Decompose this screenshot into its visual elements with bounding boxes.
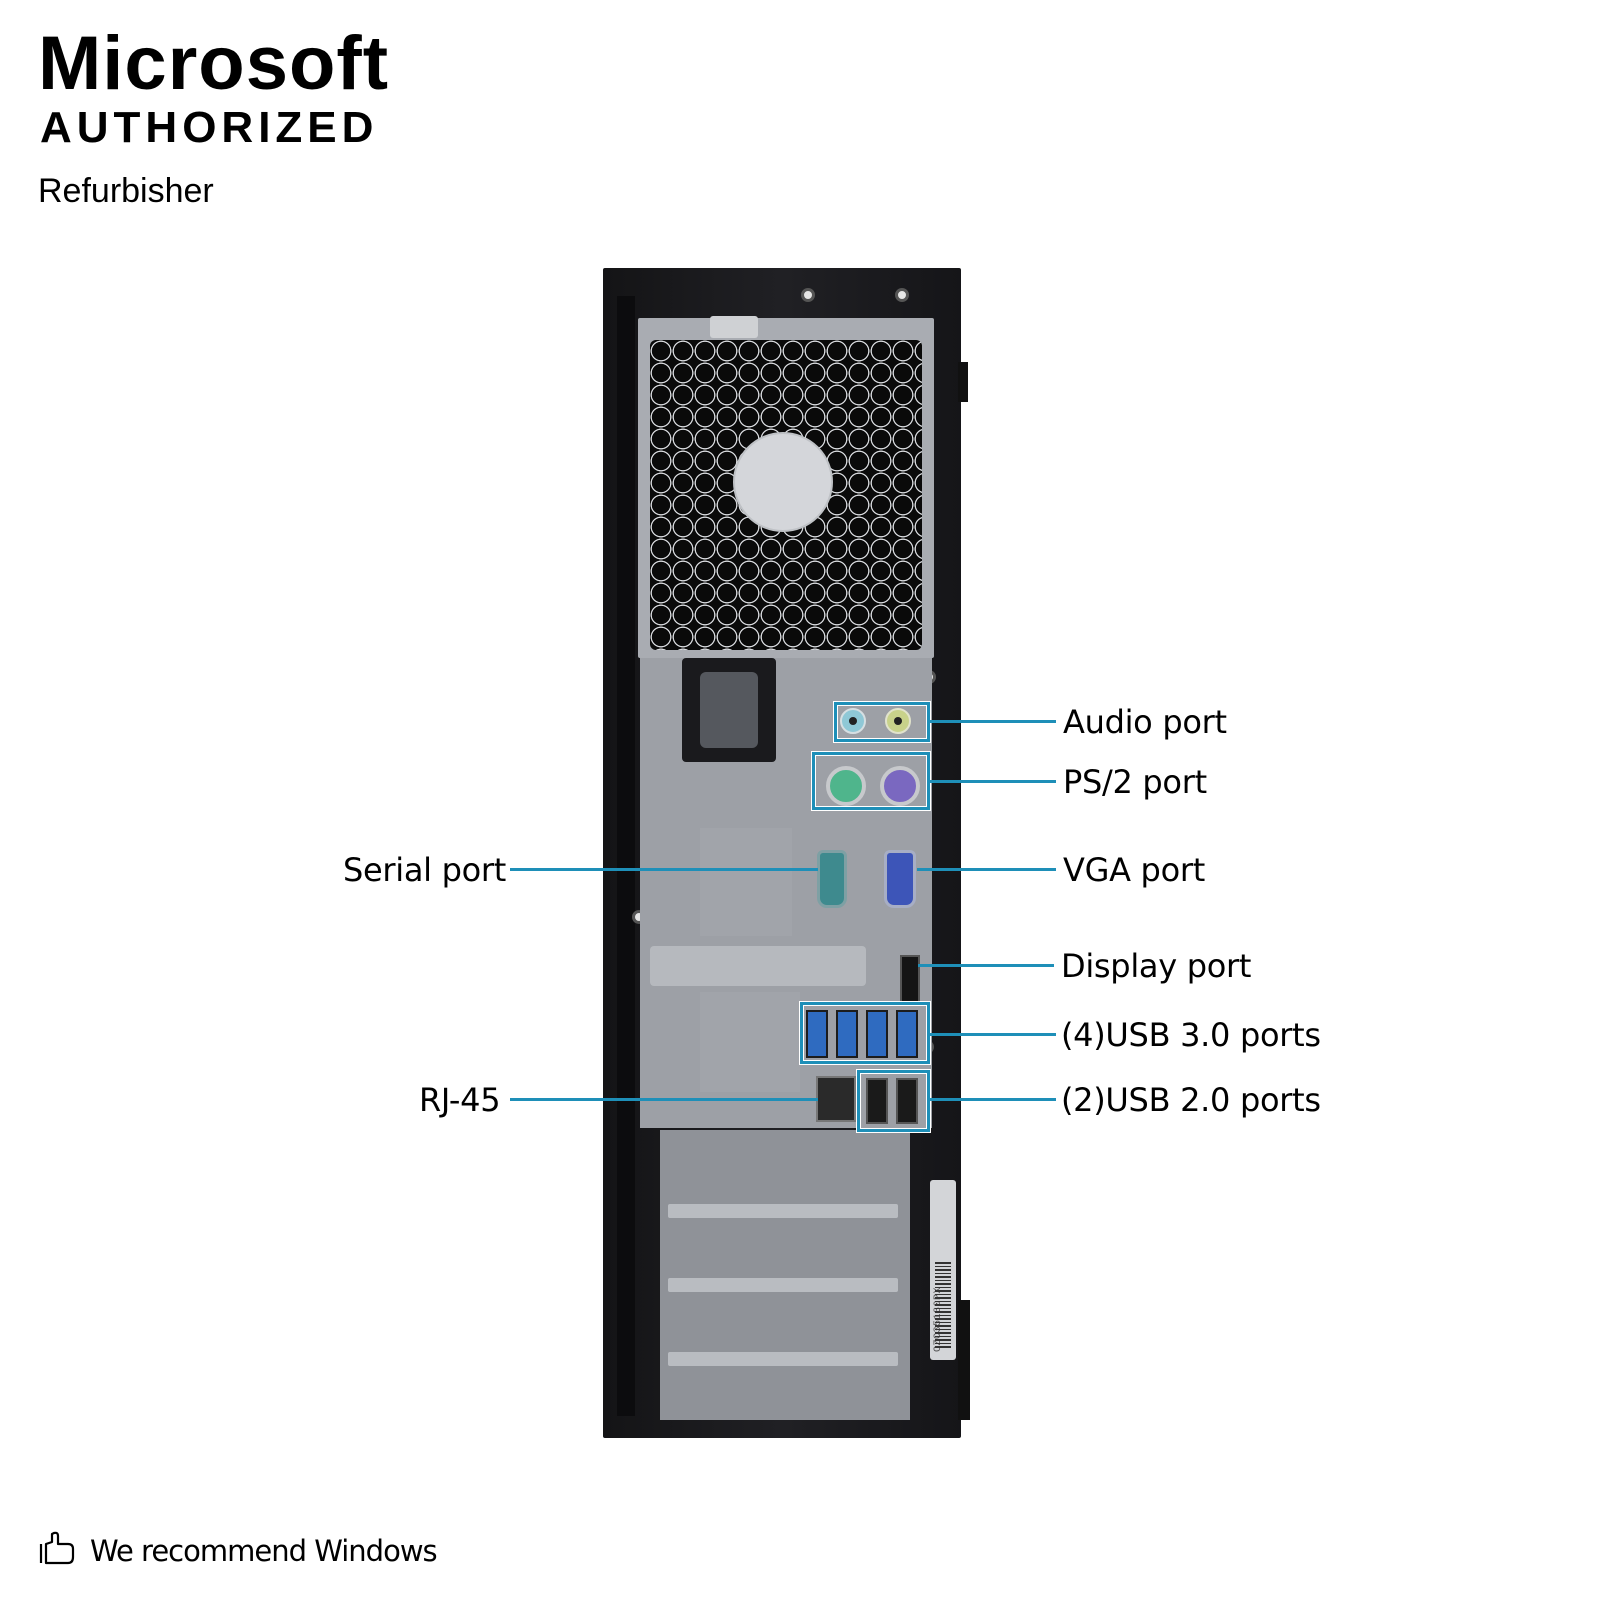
usb2-ports-highlight [857,1070,930,1132]
serial-port-label: Serial port [343,851,507,889]
usb3-port [866,1010,888,1058]
audio-port-leader [930,720,1056,723]
ps2-port-highlight [812,752,930,810]
fan-hub [733,432,833,532]
usb2-ports-label: (2)USB 2.0 ports [1061,1081,1321,1119]
vga-port [884,850,916,908]
ps2-keyboard-port [880,766,920,806]
bracket [650,946,866,986]
ps2-port-label: PS/2 port [1063,763,1207,801]
chassis-tab [958,362,968,402]
footer-text: We recommend Windows [90,1534,438,1568]
vga-port-label: VGA port [1063,851,1205,889]
vent-grid [700,828,792,936]
usb2-ports-leader [930,1098,1056,1101]
logo-subtitle: Refurbisher [38,172,214,210]
usb3-port [836,1010,858,1058]
screw-icon [895,288,909,302]
vent-grid [700,992,800,1092]
side-rail [617,296,635,1416]
rj45-label: RJ-45 [419,1081,501,1119]
expansion-slots [660,1130,910,1420]
usb3-port [896,1010,918,1058]
slot-cover [668,1278,898,1292]
audio-port-label: Audio port [1063,703,1227,741]
display-port-leader [918,964,1054,967]
ps2-mouse-port [826,766,866,806]
rj45-leader [510,1098,818,1101]
microsoft-authorized-refurbisher-logo: Microsoft AUTHORIZED Refurbisher [38,21,389,210]
screw-icon [801,288,815,302]
logo-brand: Microsoft [38,21,389,106]
usb3-ports-label: (4)USB 3.0 ports [1061,1016,1321,1054]
serial-port-leader [510,868,818,871]
display-port [900,955,920,1003]
slot-cover [668,1204,898,1218]
audio-line-out-port [885,708,911,734]
rj45-port [816,1076,856,1122]
psu-latch [710,316,758,338]
display-port-label: Display port [1061,947,1252,985]
usb3-ports [806,1010,918,1058]
slot-cover [668,1352,898,1366]
usb3-ports-leader [930,1033,1056,1036]
barcode [935,1262,951,1348]
usb2-ports [866,1078,918,1124]
usb2-port [896,1078,918,1124]
audio-port-highlight [834,702,930,742]
logo-authorized: AUTHORIZED [40,103,379,152]
vga-port-leader [917,868,1056,871]
power-socket [682,658,776,762]
ps2-port-leader [930,780,1056,783]
thumbs-up-icon [38,1530,76,1572]
audio-line-in-port [840,708,866,734]
usb3-ports-highlight [800,1002,930,1064]
serial-port [817,850,847,908]
usb3-port [806,1010,828,1058]
usb2-port [866,1078,888,1124]
recommend-windows-footer: We recommend Windows [38,1530,438,1572]
chassis-foot [958,1300,970,1420]
